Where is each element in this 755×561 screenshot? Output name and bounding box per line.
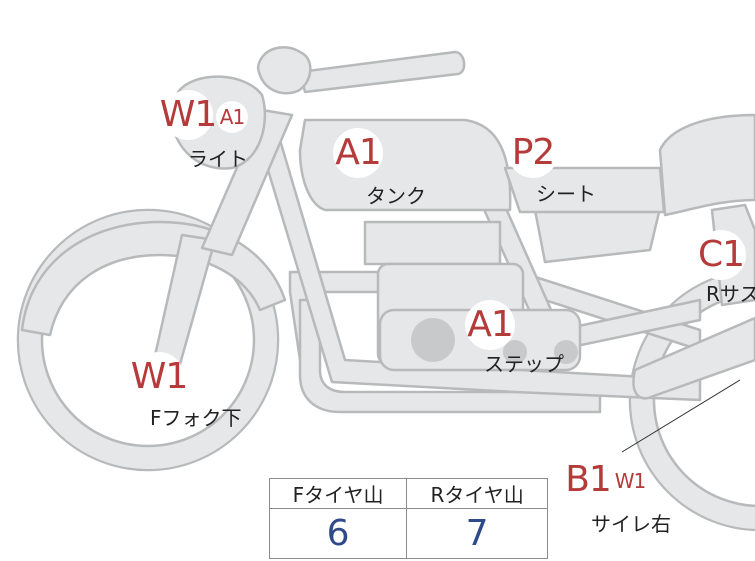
step-label: ステップ — [484, 352, 564, 376]
rear-tire-value: 7 — [406, 508, 548, 559]
silencer-grade-badge-secondary: W1 — [614, 465, 646, 497]
engine-cover — [411, 318, 455, 362]
rear-wheel — [631, 271, 755, 529]
seat-grade-badge: P2 — [508, 128, 558, 178]
front-fork-grade-badge: W1 — [131, 352, 188, 402]
light-grade-badge: W1 — [160, 90, 217, 140]
tire-table-value-row: 6 7 — [268, 508, 548, 559]
rear-suspension-label: Rサス — [706, 282, 755, 306]
tire-tread-table: Fタイヤ山 Rタイヤ山 6 7 — [268, 478, 548, 559]
handlebar — [298, 50, 466, 94]
step-grade-badge: A1 — [465, 300, 515, 350]
silencer-leader-line — [621, 379, 741, 453]
light-grade-badge-secondary: A1 — [216, 101, 248, 133]
silencer-grade-badge: B1 — [563, 455, 613, 505]
silencer-label: サイレ右 — [591, 512, 671, 536]
front-tire-value: 6 — [268, 508, 408, 559]
tank-label: タンク — [366, 184, 426, 208]
footpeg-right — [554, 340, 578, 364]
footpeg-left — [503, 340, 527, 364]
front-wheel-outer — [16, 208, 280, 472]
mirror — [256, 46, 312, 95]
light-label: ライト — [188, 147, 248, 171]
front-fork-upper-tube — [200, 108, 294, 257]
rear-wheel-outer — [628, 268, 755, 532]
side-cover — [533, 206, 662, 264]
rear-suspension-grade-badge: C1 — [696, 230, 746, 280]
exhaust-lower — [298, 298, 602, 414]
rear-wheel-inner — [652, 292, 755, 508]
engine-head — [363, 220, 502, 266]
rear-fender — [658, 113, 755, 217]
front-fork-label: Fフォク下 — [150, 406, 242, 430]
rear-tire-header: Rタイヤ山 — [406, 478, 548, 509]
silencer — [632, 316, 755, 400]
front-tire-header: Fタイヤ山 — [268, 478, 408, 509]
tank-grade-badge: A1 — [333, 128, 383, 178]
seat-label: シート — [536, 182, 596, 206]
front-fender — [20, 220, 287, 337]
tire-table-header-row: Fタイヤ山 Rタイヤ山 — [268, 478, 548, 509]
